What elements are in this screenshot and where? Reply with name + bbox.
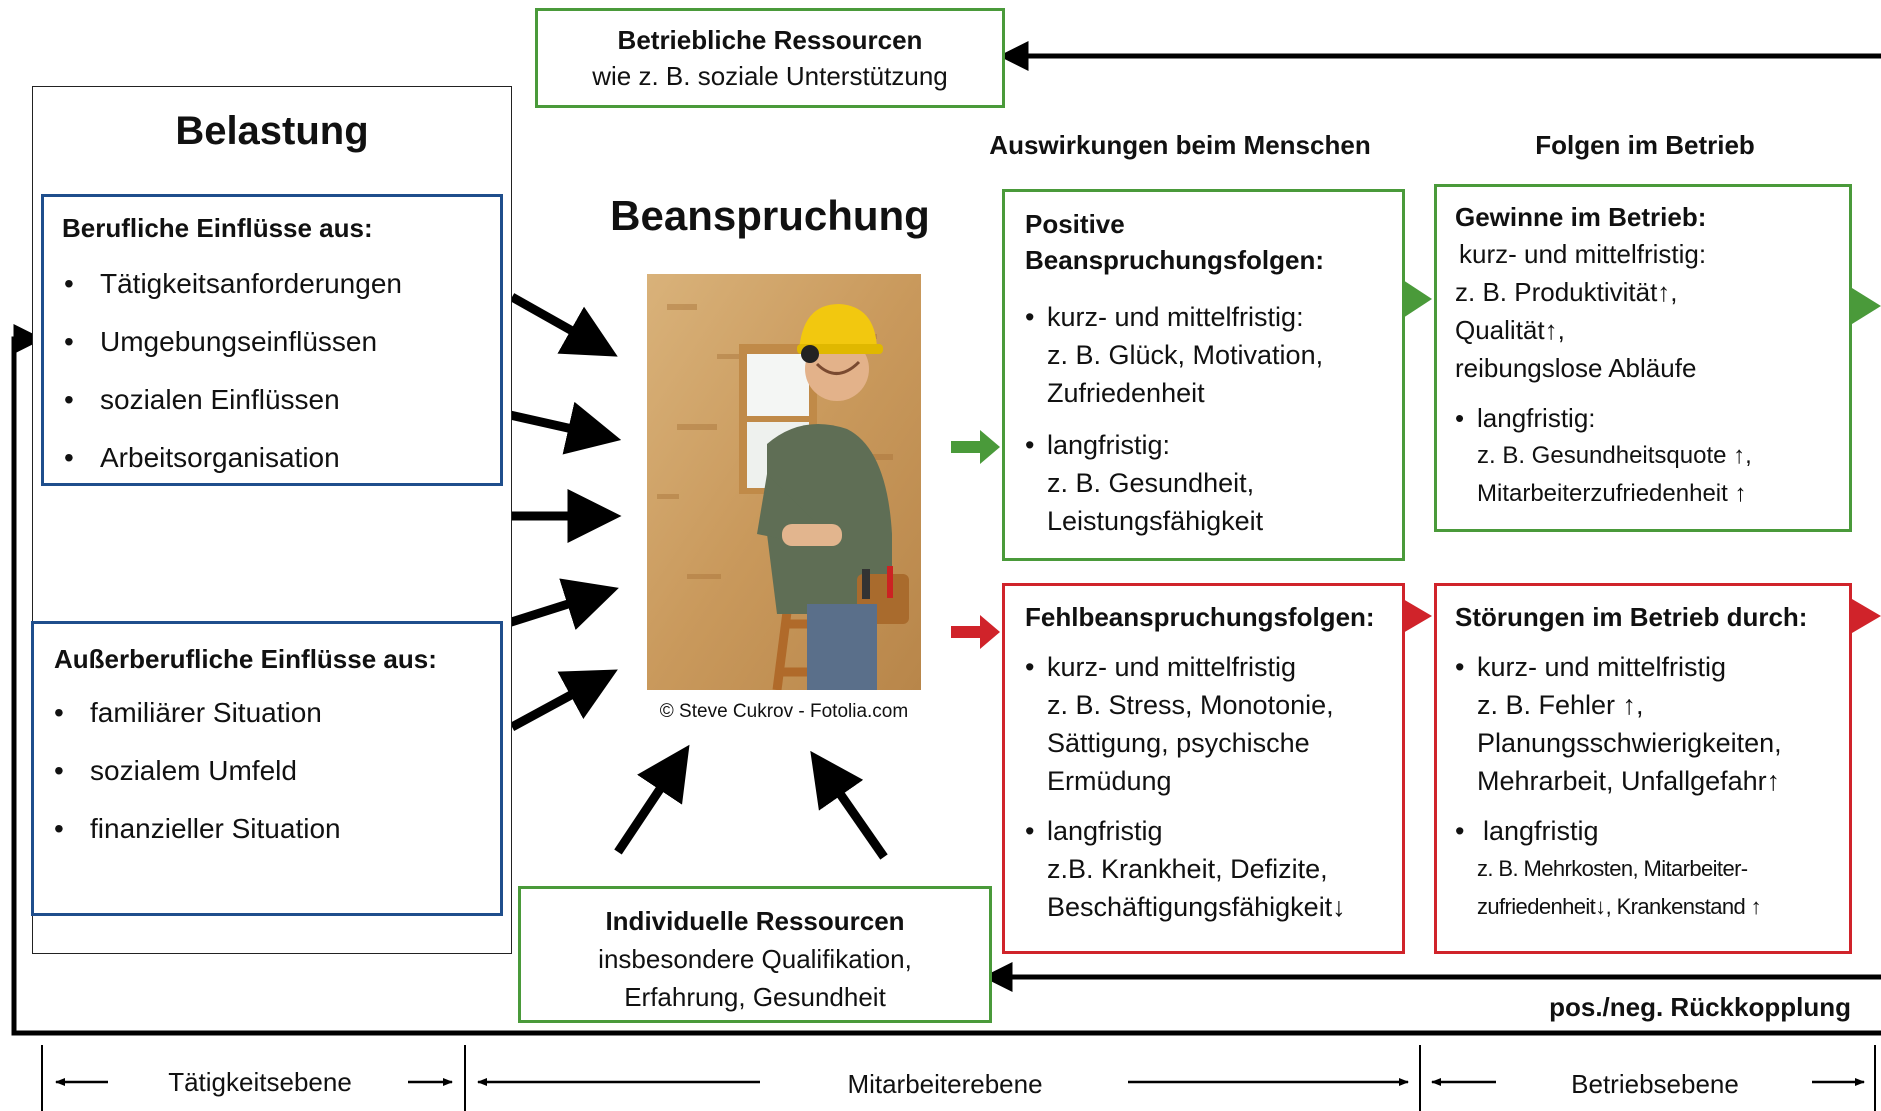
fehl-short-label: kurz- und mittelfristig — [1047, 652, 1297, 682]
stoerungen-long-line2: zufriedenheit↓, Krankenstand ↑ — [1477, 894, 1762, 919]
level-betrieb: Betriebsebene — [1571, 1069, 1739, 1099]
individuelle-ressourcen-line1: insbesondere Qualifikation, — [598, 944, 912, 974]
influence-arrow-4 — [503, 578, 619, 630]
gewinne-long-line2: Mitarbeiterzufriedenheit ↑ — [1477, 480, 1747, 507]
individuelle-ressourcen-title: Individuelle Ressourcen — [605, 906, 905, 936]
gewinne-long-line1: z. B. Gesundheitsquote ↑, — [1477, 442, 1752, 469]
worker-photo-illustration — [647, 274, 921, 690]
gewinne-long-term: • langfristig: z. B. Gesundheitsquote ↑,… — [1455, 399, 1841, 513]
ausserberufliche-einfluesse-title: Außerberufliche Einflüsse aus: — [54, 644, 437, 674]
positive-short-line2: Zufriedenheit — [1047, 378, 1205, 408]
list-item: sozialen Einflüssen — [44, 371, 500, 429]
stoerungen-box: Störungen im Betrieb durch: • kurz- und … — [1434, 583, 1852, 954]
beanspruchung-title: Beanspruchung — [610, 192, 930, 239]
gewinne-line4: reibungslose Abläufe — [1455, 353, 1697, 383]
positive-long-line1: z. B. Gesundheit, — [1047, 468, 1255, 498]
stoerungen-long-line1: z. B. Mehrkosten, Mitarbeiter- — [1477, 856, 1748, 881]
positive-short-label: kurz- und mittelfristig: — [1047, 302, 1304, 332]
gewinne-line3: Qualität↑, — [1455, 315, 1565, 345]
list-item: Umgebungseinflüssen — [44, 313, 500, 371]
resource-arrow-right — [810, 750, 888, 860]
red-triangle-stoerungen-out — [1852, 599, 1881, 633]
positive-title-line1: Positive — [1025, 209, 1125, 239]
fehlbeanspruchung-box: Fehlbeanspruchungsfolgen: • kurz- und mi… — [1002, 583, 1405, 954]
stoerungen-short-line1: z. B. Fehler ↑, — [1477, 690, 1644, 720]
fehl-long-line2: Beschäftigungsfähigkeit↓ — [1047, 892, 1346, 922]
positive-folgen-box: Positive Beanspruchungsfolgen: • kurz- u… — [1002, 189, 1405, 561]
fehl-short-line3: Ermüdung — [1047, 766, 1172, 796]
stoerungen-short-line3: Mehrarbeit, Unfallgefahr↑ — [1477, 766, 1781, 796]
ausserberufliche-einfluesse-list: familiärer Situation sozialem Umfeld fin… — [34, 684, 500, 858]
fehl-title: Fehlbeanspruchungsfolgen: — [1025, 602, 1375, 632]
belastung-title: Belastung — [175, 109, 369, 153]
berufliche-einfluesse-list: Tätigkeitsanforderungen Umgebungseinflüs… — [44, 255, 500, 487]
ausserberufliche-einfluesse-box: Außerberufliche Einflüsse aus: familiäre… — [31, 621, 503, 916]
gewinne-long-label: langfristig: — [1477, 403, 1596, 433]
stoerungen-short-term: • kurz- und mittelfristig z. B. Fehler ↑… — [1455, 648, 1843, 800]
stoerungen-short-line2: Planungsschwierigkeiten, — [1477, 728, 1782, 758]
photo-caption: © Steve Cukrov - Fotolia.com — [659, 701, 909, 722]
individuelle-ressourcen-line2: Erfahrung, Gesundheit — [624, 982, 886, 1012]
positive-long-term: • langfristig: z. B. Gesundheit, Leistun… — [1025, 426, 1392, 540]
positive-short-term: • kurz- und mittelfristig: z. B. Glück, … — [1025, 298, 1392, 412]
red-triangle-fehl-to-stoerungen — [1403, 599, 1432, 633]
fehl-short-term: • kurz- und mittelfristig z. B. Stress, … — [1025, 648, 1392, 800]
gewinne-box: Gewinne im Betrieb: kurz- und mittelfris… — [1434, 184, 1852, 532]
positive-long-label: langfristig: — [1047, 430, 1171, 460]
green-triangle-positive-to-gewinne — [1403, 280, 1432, 318]
list-item: familiärer Situation — [34, 684, 500, 742]
fehl-long-line1: z.B. Krankheit, Defizite, — [1047, 854, 1328, 884]
positive-short-line1: z. B. Glück, Motivation, — [1047, 340, 1324, 370]
betriebliche-ressourcen-text: wie z. B. soziale Unterstützung — [592, 61, 948, 91]
header-folgen: Folgen im Betrieb — [1535, 130, 1755, 160]
gewinne-line1: kurz- und mittelfristig: — [1459, 239, 1707, 269]
gewinne-title: Gewinne im Betrieb: — [1455, 202, 1707, 232]
red-arrow-into-fehl — [951, 615, 1000, 649]
green-arrow-into-positive — [951, 430, 1000, 464]
left-feedback-loop — [11, 324, 1881, 1036]
fehl-long-label: langfristig — [1047, 816, 1163, 846]
feedback-label: pos./neg. Rückkopplung — [1549, 992, 1851, 1022]
header-auswirkungen: Auswirkungen beim Menschen — [989, 130, 1371, 160]
positive-long-line2: Leistungsfähigkeit — [1047, 506, 1264, 536]
fehl-short-line2: Sättigung, psychische — [1047, 728, 1310, 758]
list-item: Arbeitsorganisation — [44, 429, 500, 487]
list-item: Tätigkeitsanforderungen — [44, 255, 500, 313]
berufliche-einfluesse-box: Berufliche Einflüsse aus: Tätigkeitsanfo… — [41, 194, 503, 487]
list-item: sozialem Umfeld — [34, 742, 500, 800]
betriebliche-ressourcen-box: Betriebliche Ressourcen wie z. B. sozial… — [535, 8, 1005, 108]
betriebliche-ressourcen-title: Betriebliche Ressourcen — [617, 25, 923, 55]
stoerungen-title: Störungen im Betrieb durch: — [1455, 602, 1808, 632]
influence-arrow-2 — [509, 401, 622, 455]
positive-title-line2: Beanspruchungsfolgen: — [1025, 245, 1325, 275]
stoerungen-short-label: kurz- und mittelfristig — [1477, 652, 1727, 682]
level-taetigkeit: Tätigkeitsebene — [168, 1067, 352, 1097]
level-mitarbeiter: Mitarbeiterebene — [847, 1069, 1043, 1099]
list-item: finanzieller Situation — [34, 800, 500, 858]
resource-arrow-left — [614, 744, 690, 855]
stoerungen-long-label: langfristig — [1483, 816, 1599, 846]
stoerungen-long-term: • langfristig z. B. Mehrkosten, Mitarbei… — [1455, 812, 1843, 926]
individuelle-ressourcen-box: Individuelle Ressourcen insbesondere Qua… — [518, 886, 992, 1023]
berufliche-einfluesse-title: Berufliche Einflüsse aus: — [62, 213, 373, 243]
fehl-short-line1: z. B. Stress, Monotonie, — [1047, 690, 1334, 720]
fehl-long-term: • langfristig z.B. Krankheit, Defizite, … — [1025, 812, 1392, 926]
worker-photo — [647, 274, 921, 690]
green-triangle-gewinne-out — [1852, 288, 1881, 324]
gewinne-line2: z. B. Produktivität↑, — [1455, 277, 1678, 307]
influence-arrow-5 — [509, 669, 618, 731]
influence-arrow-1 — [509, 293, 618, 357]
